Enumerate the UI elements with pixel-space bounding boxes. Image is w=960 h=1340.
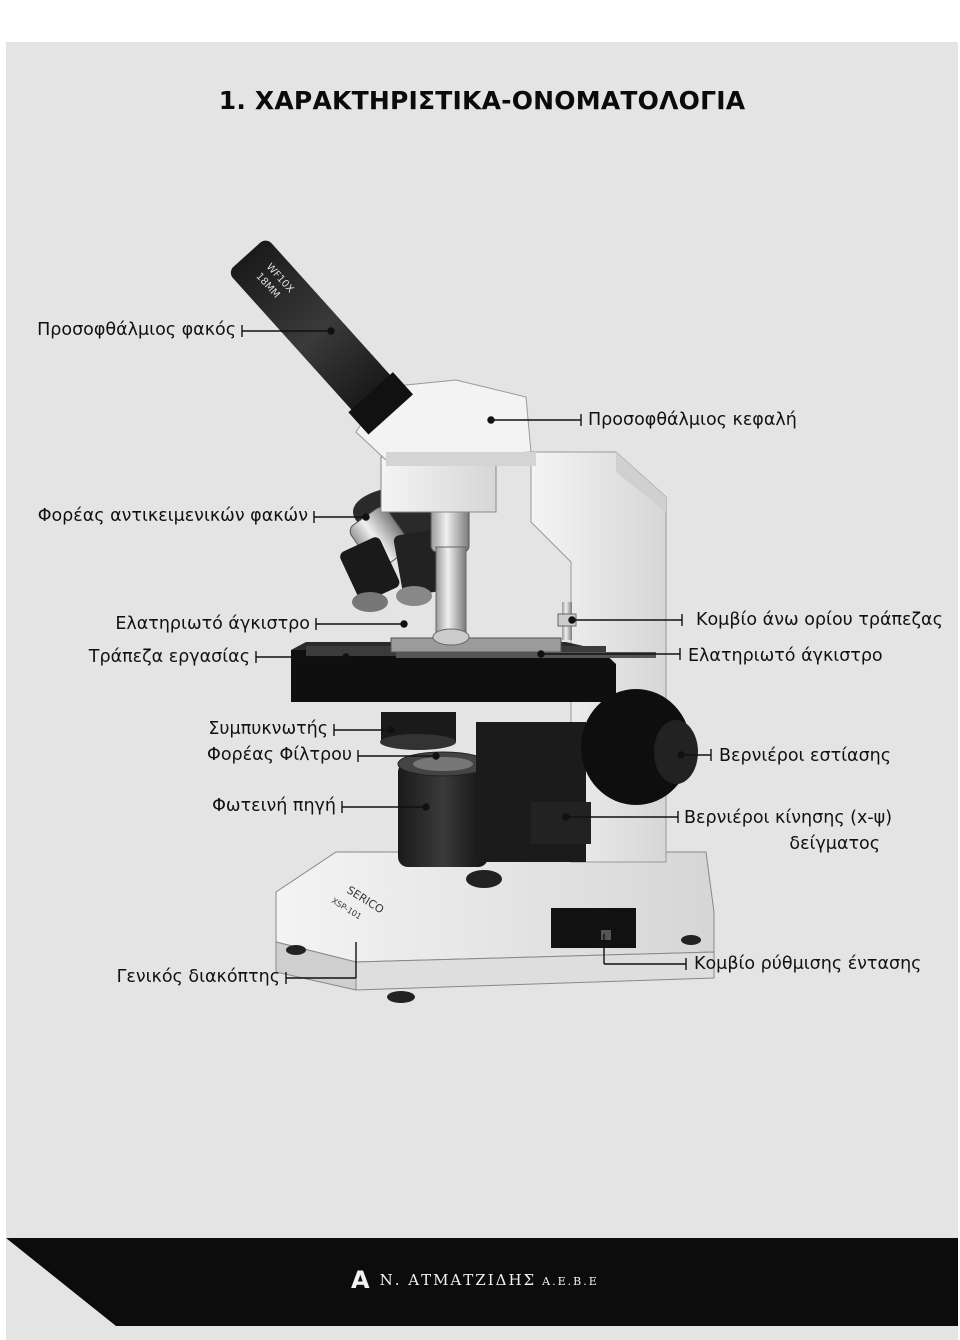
light-source [397,751,489,867]
microscope-base: SERICO XSP-101 [275,851,715,1003]
focus-knob [581,689,698,805]
leader-lines [241,325,712,984]
label-head: Προσοφθάλμιος κεφαλή [588,410,797,430]
label-spring-clip-right: Ελατηριωτό άγκιστρο [688,646,883,666]
label-stage: Τράπεζα εργασίας [88,647,250,667]
company-brand: A Ν. ΑΤΜΑΤΖΙΔΗΣ Α.Ε.Β.Ε [351,1266,599,1294]
page-title: 1. ΧΑΡΑΚΤΗΡΙΣΤΙΚΑ-ΟΝΟΜΑΤΟΛΟΓΙΑ [218,86,746,115]
company-suffix: Α.Ε.Β.Ε [542,1275,599,1288]
label-xy-knobs-line2: δείγματος [789,834,880,854]
label-main-switch: Γενικός διακόπτης [116,967,280,987]
label-spring-clip-left: Ελατηριωτό άγκιστρο [115,614,310,634]
label-filter-holder: Φορέας Φίλτρου [207,745,352,765]
label-nosepiece: Φορέας αντικειμενικών φακών [37,506,308,526]
label-light-source: Φωτεινή πηγή [212,796,336,816]
microscope-illustration: SERICO XSP-101 [230,240,715,1003]
label-stage-limit-knob: Κομβίο άνω ορίου τράπεζας [696,610,943,630]
footer-corner-cut [6,1238,116,1326]
document-page: 1. ΧΑΡΑΚΤΗΡΙΣΤΙΚΑ-ΟΝΟΜΑΤΟΛΟΓΙΑ SER [6,42,958,1340]
company-name: Ν. ΑΤΜΑΤΖΙΔΗΣ [379,1271,537,1289]
xy-knob-shaft [531,802,591,844]
footer-band [6,1238,958,1326]
eyepiece-tube: WF10X 18MM [230,240,414,435]
condenser [380,712,456,750]
label-condenser: Συμπυκνωτής [208,719,328,739]
label-eyepiece: Προσοφθάλμιος φακός [37,320,236,340]
company-logo: A [351,1266,372,1294]
stage [291,637,656,702]
label-xy-knobs-line1: Βερνιέροι κίνησης (x-ψ) [684,808,893,828]
label-intensity-knob: Κομβίο ρύθμισης έντασης [694,954,922,974]
label-focus-knobs: Βερνιέροι εστίασης [719,746,892,766]
